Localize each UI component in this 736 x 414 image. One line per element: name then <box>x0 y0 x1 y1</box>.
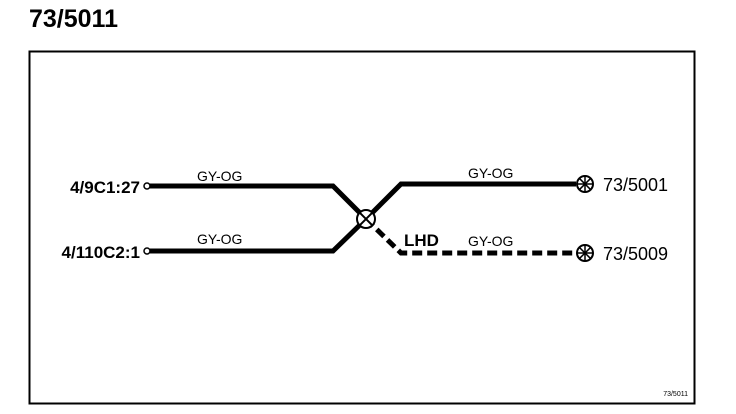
wire-left-top <box>150 183 368 221</box>
variant-label: LHD <box>404 231 439 250</box>
diagram-frame <box>28 50 696 405</box>
page-title: 73/5011 <box>29 5 118 33</box>
connector-label-right-top: 73/5001 <box>603 175 668 195</box>
wire-color-label-left-bottom: GY-OG <box>197 231 242 247</box>
connector-label-left-bottom: 4/110C2:1 <box>62 243 140 262</box>
splice-icon <box>356 209 376 229</box>
wire-color-label-right-top: GY-OG <box>468 165 513 181</box>
wire-right-top <box>364 181 576 221</box>
connector-label-right-bottom: 73/5009 <box>603 244 668 264</box>
ground-connector-top-icon <box>576 175 594 193</box>
wire-right-bottom-dashed <box>364 217 576 256</box>
connector-label-left-top: 4/9C1:27 <box>70 178 140 197</box>
wire-left-bottom <box>150 217 368 254</box>
reference-code: 73/5011 <box>663 391 688 398</box>
ground-connector-bottom-icon <box>576 244 594 262</box>
wire-color-label-left-top: GY-OG <box>197 168 242 184</box>
terminal-left-bottom-icon <box>143 247 151 255</box>
wire-color-label-right-bottom: GY-OG <box>468 233 513 249</box>
terminal-left-top-icon <box>143 182 151 190</box>
